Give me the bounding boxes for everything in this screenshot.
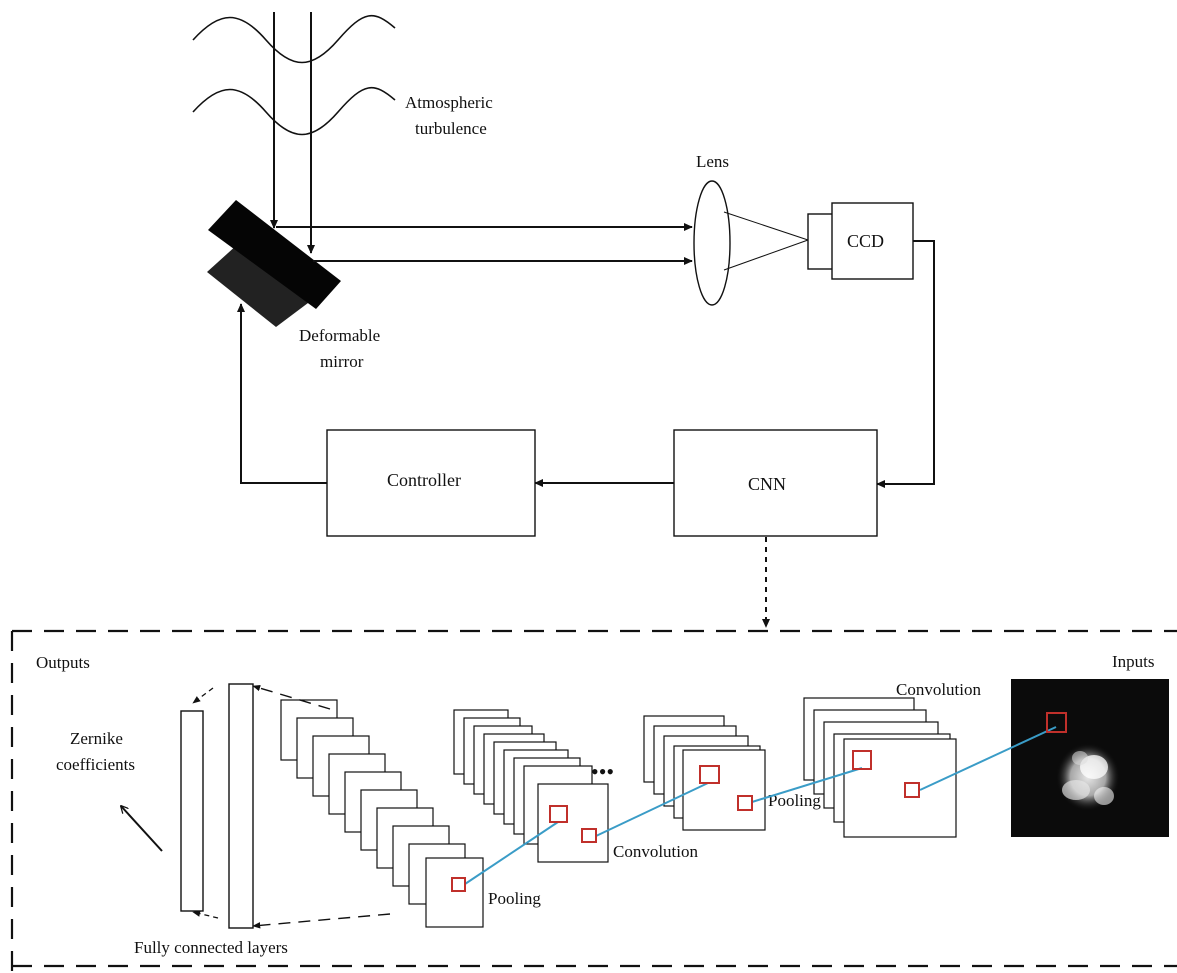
pooling-stack-2 [281, 700, 483, 927]
layer-ellipsis: ••• [591, 759, 614, 784]
cnn-label: CNN [748, 474, 786, 494]
convolution-label-top: Convolution [896, 680, 982, 699]
mirror-label-line1: Deformable [299, 326, 380, 345]
outputs-label: Outputs [36, 653, 90, 672]
turbulence-label-line1: Atmospheric [405, 93, 493, 112]
fc-to-output-bottom [193, 912, 218, 918]
zernike-label-line1: Zernike [70, 729, 123, 748]
feature-map [844, 739, 956, 837]
focus-ray-upper [724, 212, 808, 240]
turbulence-waves [193, 16, 395, 135]
convolution-stack-1 [804, 698, 956, 837]
ccd-lens-mount [808, 214, 833, 269]
turbulence-wave-upper [193, 16, 395, 63]
zernike-output-arrow [121, 806, 162, 851]
feature-map [426, 858, 483, 927]
mirror-label-line2: mirror [320, 352, 364, 371]
ccd-camera: CCD [808, 203, 913, 279]
zernike-label-line2: coefficients [56, 755, 135, 774]
psf-blob-lobe-1 [1062, 780, 1090, 800]
turbulence-wave-lower [193, 88, 395, 135]
input-psf-image [1011, 679, 1169, 837]
focus-ray-lower [724, 240, 808, 270]
ccd-label: CCD [847, 231, 884, 251]
fully-connected-layer-2 [229, 684, 253, 928]
lens-label: Lens [696, 152, 729, 171]
lens-shape [694, 181, 730, 305]
convolution-label-bottom: Convolution [613, 842, 699, 861]
turbulence-label-line2: turbulence [415, 119, 487, 138]
fully-connected-layer-1 [181, 711, 203, 911]
controller-label: Controller [387, 470, 461, 490]
inputs-label: Inputs [1112, 652, 1155, 671]
fully-connected-label: Fully connected layers [134, 938, 288, 957]
psf-blob-lobe-2 [1094, 787, 1114, 805]
feature-map [538, 784, 608, 862]
fc-dashed-bottom [253, 914, 390, 926]
psf-blob-lobe-3 [1072, 751, 1088, 765]
pooling-label-bottom: Pooling [488, 889, 541, 908]
pooling-stack-1 [644, 716, 765, 830]
fc-to-output-top [193, 688, 213, 703]
